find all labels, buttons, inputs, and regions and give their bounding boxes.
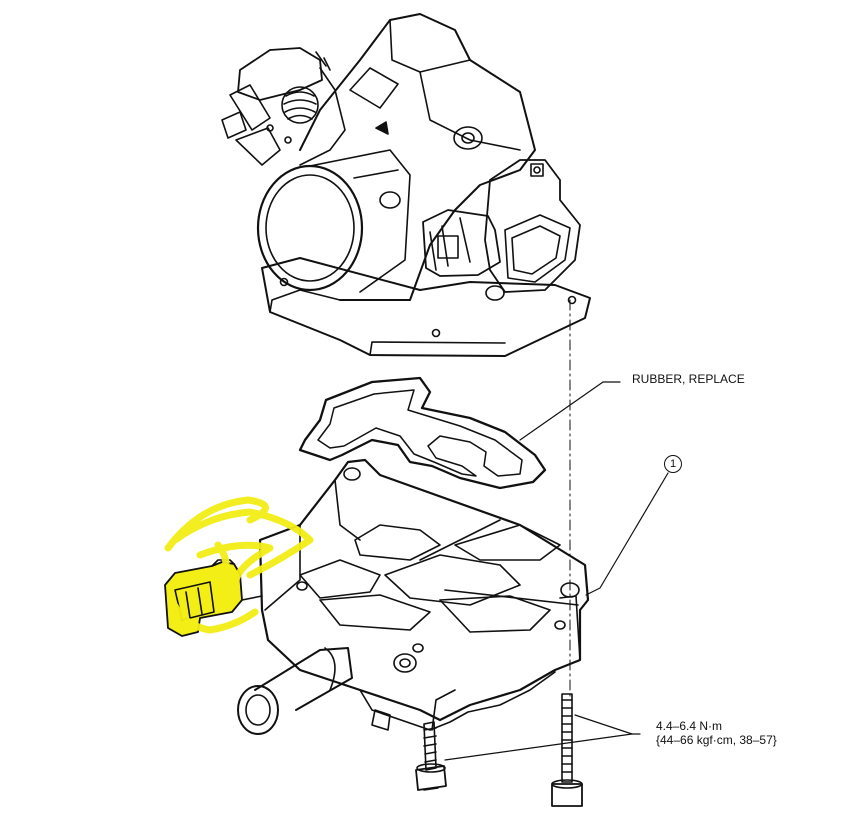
throttle-body [221,13,591,357]
bolt-short [415,721,447,791]
highlighter-mark [164,496,314,634]
air-valve-body [237,458,590,735]
rubber-gasket [298,376,547,490]
leader-lines [444,299,669,761]
idle-valve-connector [164,559,263,637]
torque-spec-nm: 4.4–6.4 N·m [656,719,723,733]
torque-spec-kgfcm: {44–66 kgf·cm, 38–57} [656,733,777,747]
bolt-long [551,693,583,807]
callout-number: 1 [664,455,682,473]
gasket-label: RUBBER, REPLACE [632,372,745,386]
throttle-linkage [221,47,346,166]
throttle-position-sensor [422,159,581,301]
